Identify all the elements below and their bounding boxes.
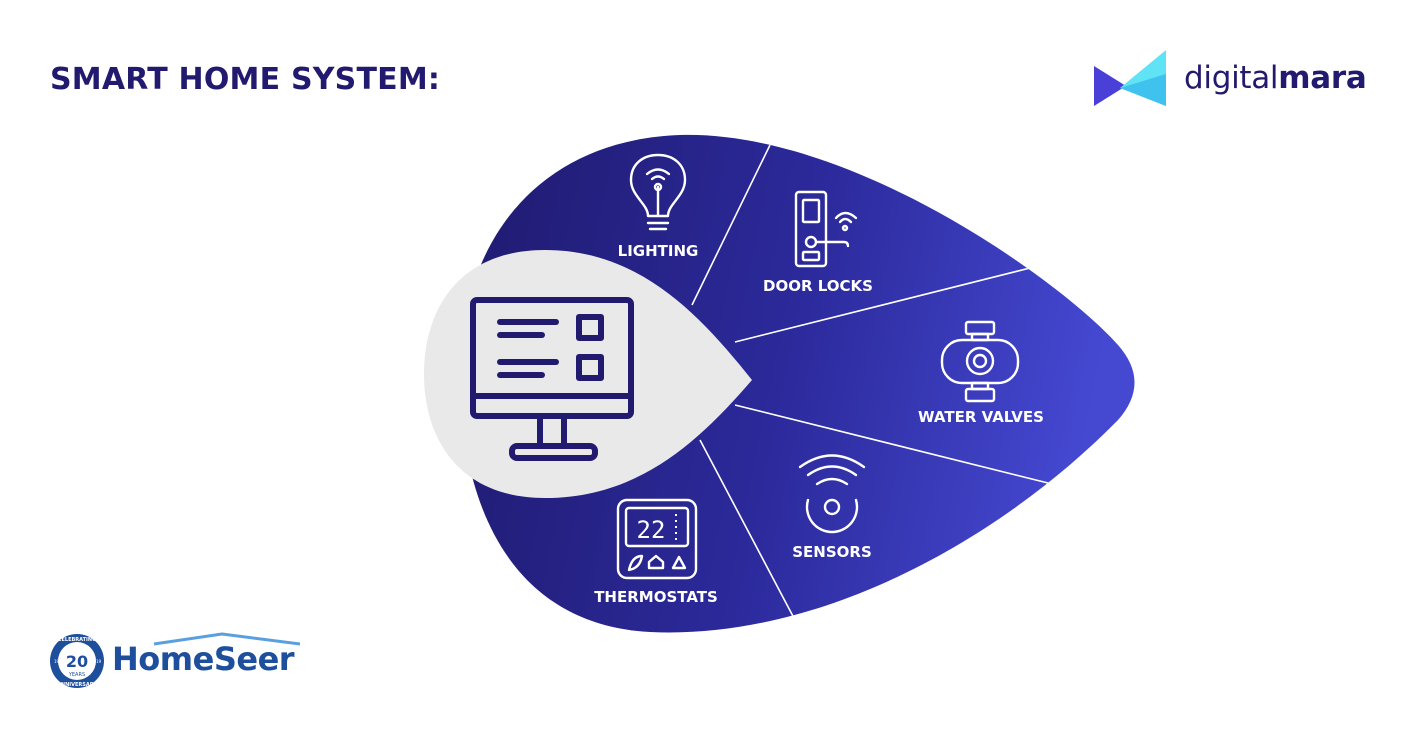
hub-shape <box>424 250 752 498</box>
digitalmara-logo-mark-icon <box>1094 50 1166 106</box>
digitalmara-wordmark: digitalmara <box>1184 60 1367 96</box>
sensor-icon <box>798 454 866 534</box>
thermostat-icon: 22 <box>616 498 698 580</box>
segment-dividers <box>691 144 1061 621</box>
water-valves-label: WATER VALVES <box>918 408 1044 426</box>
badge-top-text: CELEBRATING <box>58 637 96 643</box>
homeseer-logo[interactable]: 20 YEARS CELEBRATING ANNIVERSARY 1999 20… <box>48 630 338 692</box>
lighting-label: LIGHTING <box>618 242 699 260</box>
homeseer-wordmark: HomeSeer <box>112 640 295 678</box>
thermostats-label: THERMOSTATS <box>594 588 718 606</box>
badge-bottom-text: ANNIVERSARY <box>57 682 97 688</box>
badge-years: YEARS <box>68 672 85 678</box>
roof-icon <box>153 632 301 646</box>
badge-number: 20 <box>66 652 88 671</box>
water-valve-icon <box>940 320 1020 403</box>
brand-name-part1: digital <box>1184 60 1279 96</box>
sensors-label: SENSORS <box>792 543 872 561</box>
door-locks-label: DOOR LOCKS <box>763 277 873 295</box>
page-title: SMART HOME SYSTEM: <box>50 62 441 97</box>
lightbulb-icon <box>629 153 687 231</box>
door-lock-icon <box>794 190 858 268</box>
anniversary-badge-icon: 20 YEARS CELEBRATING ANNIVERSARY 1999 20… <box>50 634 104 688</box>
monitor-icon <box>470 297 634 461</box>
digitalmara-logo[interactable]: digitalmara <box>1092 48 1392 112</box>
brand-name-part2: mara <box>1278 60 1367 96</box>
badge-to-year: 2019 <box>91 659 102 664</box>
badge-from-year: 1999 <box>54 659 65 664</box>
thermostat-display: 22 <box>637 516 666 544</box>
